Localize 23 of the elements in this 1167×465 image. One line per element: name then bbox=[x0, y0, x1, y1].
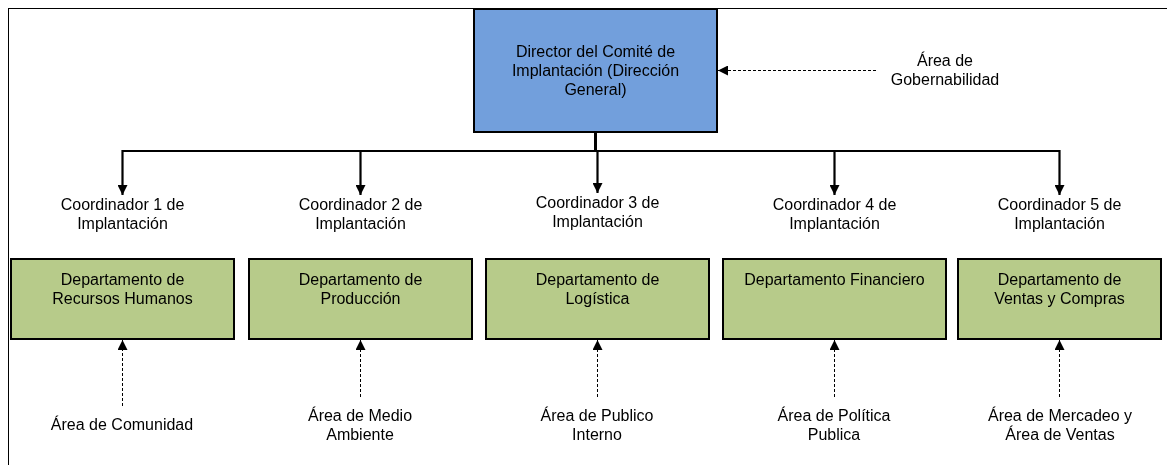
dashed-arrow bbox=[1054, 339, 1065, 398]
coordinator-label: Coordinador 1 de Implantación bbox=[59, 195, 186, 233]
dashed-arrow bbox=[117, 339, 128, 407]
coordinator-label: Coordinador 2 de Implantación bbox=[297, 195, 424, 233]
coordinator-label: Coordinador 4 de Implantación bbox=[771, 195, 898, 233]
area-label: Área de Comunidad bbox=[50, 414, 194, 434]
area-label: Área de Mercadeo y Área de Ventas bbox=[986, 406, 1134, 444]
coordinator-label: Coordinador 3 de Implantación bbox=[534, 193, 661, 231]
department-box: Departamento de Logística bbox=[485, 258, 710, 340]
area-label: Área de Medio Ambiente bbox=[306, 406, 414, 444]
area-label: Área de Publico Interno bbox=[539, 406, 655, 444]
dashed-arrow bbox=[355, 339, 366, 398]
department-box: Departamento Financiero bbox=[722, 258, 947, 340]
area-label: Área de Gobernabilidad bbox=[889, 51, 1001, 89]
dashed-arrow bbox=[717, 65, 877, 76]
dashed-arrow bbox=[592, 339, 603, 398]
department-box: Departamento de Recursos Humanos bbox=[10, 258, 235, 340]
director-box: Director del Comité de Implantación (Dirección General) bbox=[473, 8, 718, 133]
area-label: Área de Política Publica bbox=[776, 406, 892, 444]
dashed-arrow bbox=[829, 339, 840, 398]
department-box: Departamento de Producción bbox=[248, 258, 473, 340]
coordinator-label: Coordinador 5 de Implantación bbox=[996, 195, 1123, 233]
department-box: Departamento de Ventas y Compras bbox=[957, 258, 1162, 340]
